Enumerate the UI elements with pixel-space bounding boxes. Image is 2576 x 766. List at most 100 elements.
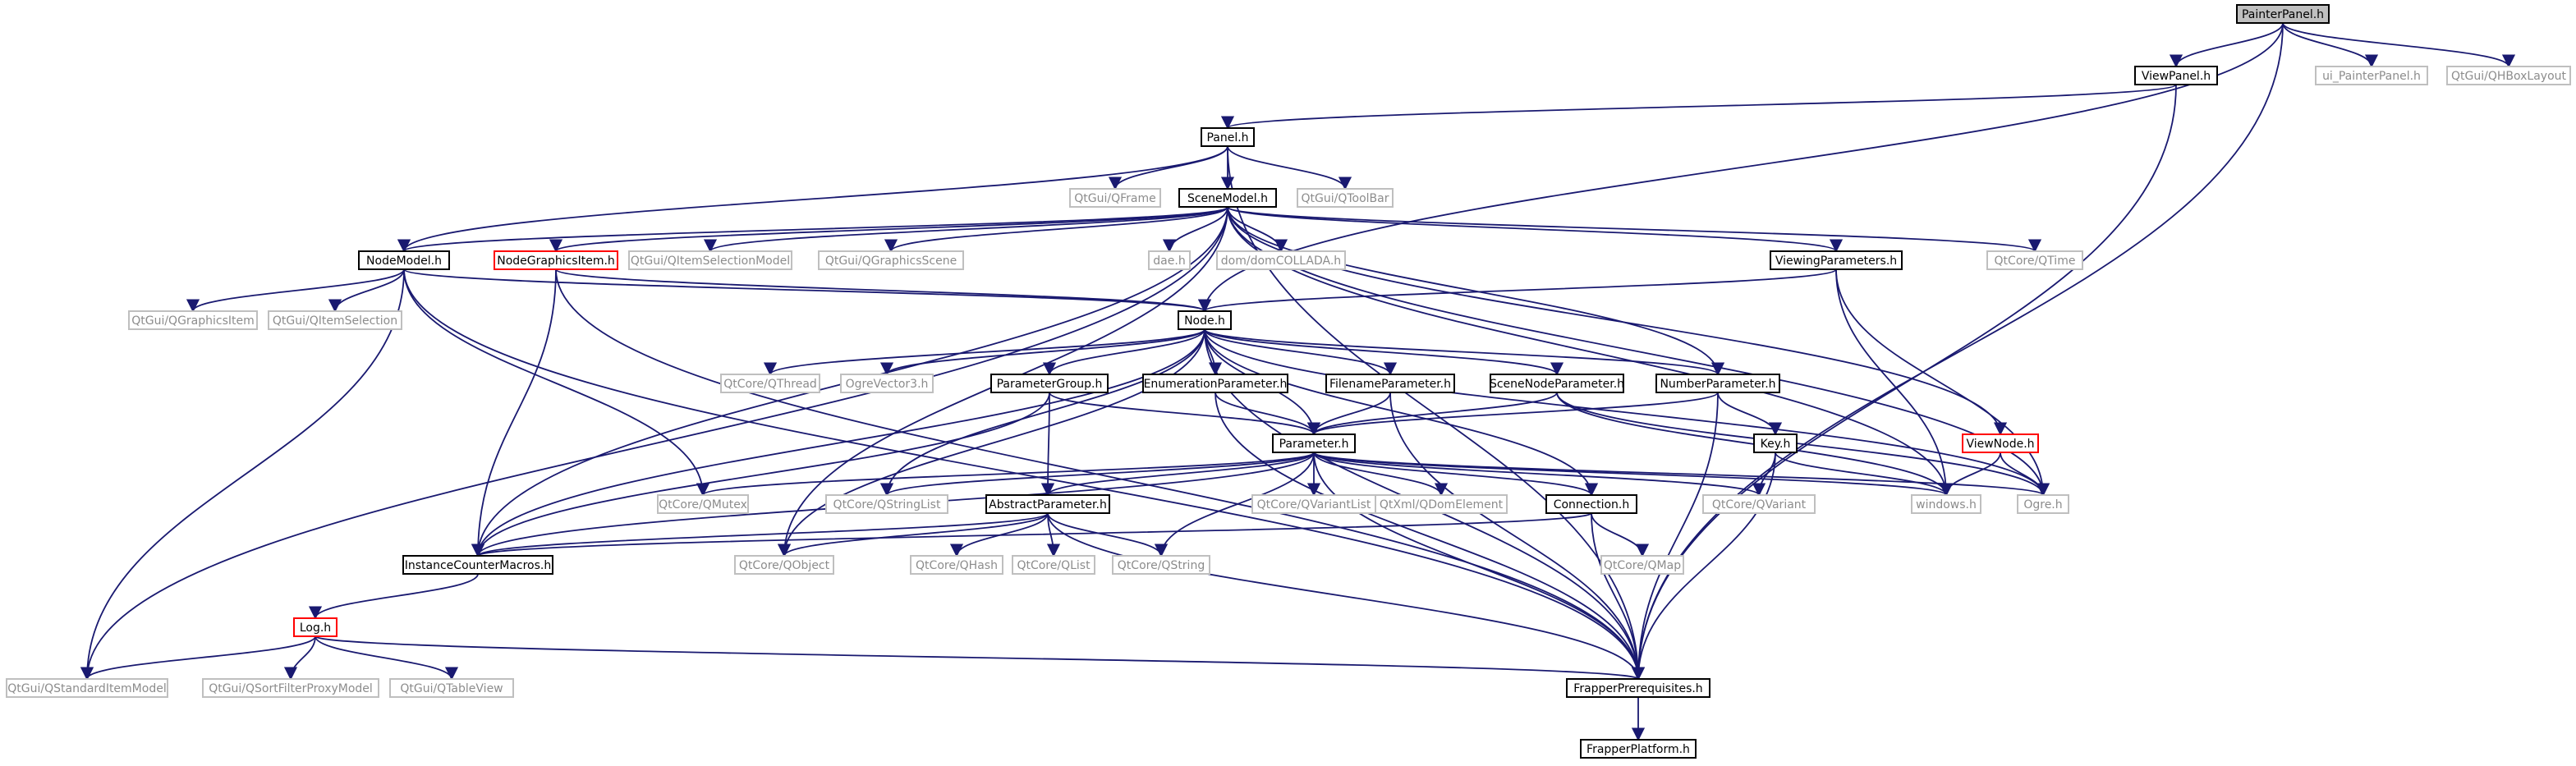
node-painterpanel[interactable]: PainterPanel.h (2236, 4, 2330, 24)
node-qlist[interactable]: QtCore/QList (1012, 555, 1095, 575)
node-box (1911, 494, 1981, 514)
node-box (202, 678, 379, 698)
node-connection[interactable]: Connection.h (1545, 494, 1637, 514)
edge-Log-to-FrapperPrerequisites (315, 635, 1645, 681)
node-qmutex[interactable]: QtCore/QMutex (657, 494, 749, 514)
node-qgraphicsitem[interactable]: QtGui/QGraphicsItem (128, 310, 258, 330)
edge-Node-to-Ogre (1204, 328, 2050, 497)
node-dae[interactable]: dae.h (1148, 250, 1191, 270)
node-box (734, 555, 834, 575)
node-qvariant[interactable]: QtCore/QVariant (1702, 494, 1816, 514)
edge-ParameterGroup-to-InstanceCounterMacros (471, 392, 1050, 557)
edge-NumberParameter-to-Key (1717, 392, 1783, 436)
edge-NodeModel-to-Node (403, 268, 1211, 313)
node-box (358, 250, 450, 270)
node-label: QtCore/QVariant (1712, 498, 1807, 511)
edge-PainterPanel-to-Node (1198, 22, 2284, 313)
node-qframe[interactable]: QtGui/QFrame (1069, 188, 1161, 208)
node-filenameparameter[interactable]: FilenameParameter.h (1325, 374, 1455, 393)
node-box (402, 555, 553, 575)
node-label: QtGui/QStandardItemModel (7, 682, 166, 695)
node-box (1753, 433, 1798, 453)
node-label: QtGui/QItemSelection (273, 314, 397, 328)
node-parametergroup[interactable]: ParameterGroup.h (990, 374, 1109, 393)
node-box (2134, 66, 2218, 85)
edge-NodeModel-to-QStandardItemModel (80, 268, 405, 681)
node-box (268, 310, 402, 330)
edge-ViewingParameters-to-Ogre (1835, 268, 2050, 497)
node-qgraphicsscene[interactable]: QtGui/QGraphicsScene (818, 250, 964, 270)
edge-Connection-to-QMap (1591, 512, 1650, 557)
node-qvariantlist[interactable]: QtCore/QVariantList (1251, 494, 1376, 514)
node-box (1272, 433, 1356, 453)
node-label: QtGui/QTableView (400, 682, 503, 695)
node-viewpanel[interactable]: ViewPanel.h (2134, 66, 2218, 85)
node-label: PainterPanel.h (2242, 8, 2324, 21)
node-viewnode[interactable]: ViewNode.h (1962, 433, 2039, 453)
node-label: QtGui/QToolBar (1302, 192, 1389, 205)
node-panel[interactable]: Panel.h (1201, 127, 1255, 147)
node-qdomelement[interactable]: QtXml/QDomElement (1375, 494, 1508, 514)
node-key[interactable]: Key.h (1753, 433, 1798, 453)
edge-PainterPanel-to-FrapperPrerequisites (1631, 22, 2284, 681)
node-ui-painterpanel[interactable]: ui_PainterPanel.h (2315, 66, 2428, 85)
node-domcollada[interactable]: dom/domCOLLADA.h (1216, 250, 1346, 270)
node-qitemselectionmodel[interactable]: QtGui/QItemSelectionModel (628, 250, 792, 270)
edge-SceneModel-to-NodeModel (397, 206, 1228, 253)
edge-Node-to-FilenameParameter (1204, 328, 1397, 376)
node-box (494, 250, 618, 270)
edge-Log-to-QSortFilterProxyModel (283, 635, 316, 681)
node-qtime[interactable]: QtCore/QTime (1986, 250, 2083, 270)
edge-Node-to-OgreVector3 (880, 328, 1205, 376)
node-box (840, 374, 934, 393)
node-qstandarditemmodel[interactable]: QtGui/QStandardItemModel (6, 678, 168, 698)
node-windows[interactable]: windows.h (1911, 494, 1981, 514)
node-label: QtGui/QSortFilterProxyModel (209, 682, 373, 695)
node-frapperprerequisites[interactable]: FrapperPrerequisites.h (1566, 678, 1710, 698)
node-qtableview[interactable]: QtGui/QTableView (389, 678, 514, 698)
node-qobject[interactable]: QtCore/QObject (734, 555, 834, 575)
node-label: QtCore/QStringList (833, 498, 941, 511)
node-qstring[interactable]: QtCore/QString (1112, 555, 1210, 575)
node-nodemodel[interactable]: NodeModel.h (358, 250, 450, 270)
node-frapperplatform[interactable]: FrapperPlatform.h (1580, 739, 1697, 759)
node-label: QtGui/QGraphicsScene (825, 255, 957, 268)
node-box (818, 250, 964, 270)
node-abstractparameter[interactable]: AbstractParameter.h (985, 494, 1110, 514)
node-box (2017, 494, 2069, 514)
node-ogrevector3[interactable]: OgreVector3.h (840, 374, 934, 393)
node-enumerationparameter[interactable]: EnumerationParameter.h (1142, 374, 1288, 393)
node-label: QtCore/QTime (1995, 255, 2076, 268)
node-nodegraphicsitem[interactable]: NodeGraphicsItem.h (494, 250, 618, 270)
node-scenenodeparameter[interactable]: SceneNodeParameter.h (1490, 374, 1624, 393)
node-qhboxlayout[interactable]: QtGui/QHBoxLayout (2446, 66, 2571, 85)
node-label: SceneNodeParameter.h (1490, 378, 1624, 391)
edge-AbstractParameter-to-QString (1047, 512, 1169, 557)
node-box (1325, 374, 1455, 393)
edge-FilenameParameter-to-FrapperPrerequisites (1389, 392, 1646, 681)
node-box (1962, 433, 2039, 453)
node-qstringlist[interactable]: QtCore/QStringList (825, 494, 948, 514)
node-box (1490, 374, 1624, 393)
node-qmap[interactable]: QtCore/QMap (1600, 555, 1684, 575)
edge-Key-to-FrapperPrerequisites (1631, 452, 1776, 681)
node-scenemodel[interactable]: SceneModel.h (1178, 188, 1277, 208)
node-qsortfilterproxymodel[interactable]: QtGui/QSortFilterProxyModel (202, 678, 379, 698)
node-label: QtCore/QList (1017, 559, 1091, 572)
node-parameter[interactable]: Parameter.h (1272, 433, 1356, 453)
node-node[interactable]: Node.h (1178, 310, 1232, 330)
node-viewingparameters[interactable]: ViewingParameters.h (1770, 250, 1903, 270)
node-numberparameter[interactable]: NumberParameter.h (1655, 374, 1780, 393)
node-box (1201, 127, 1255, 147)
node-box (128, 310, 258, 330)
node-label: QtCore/QMutex (659, 498, 747, 511)
node-instancecountermacros[interactable]: InstanceCounterMacros.h (402, 555, 553, 575)
edge-Node-to-QObject (777, 328, 1205, 557)
node-qtoolbar[interactable]: QtGui/QToolBar (1297, 188, 1394, 208)
node-qitemselection[interactable]: QtGui/QItemSelection (268, 310, 402, 330)
node-qthread[interactable]: QtCore/QThread (720, 374, 820, 393)
node-qhash[interactable]: QtCore/QHash (910, 555, 1003, 575)
node-log[interactable]: Log.h (293, 617, 337, 637)
node-ogre[interactable]: Ogre.h (2017, 494, 2069, 514)
